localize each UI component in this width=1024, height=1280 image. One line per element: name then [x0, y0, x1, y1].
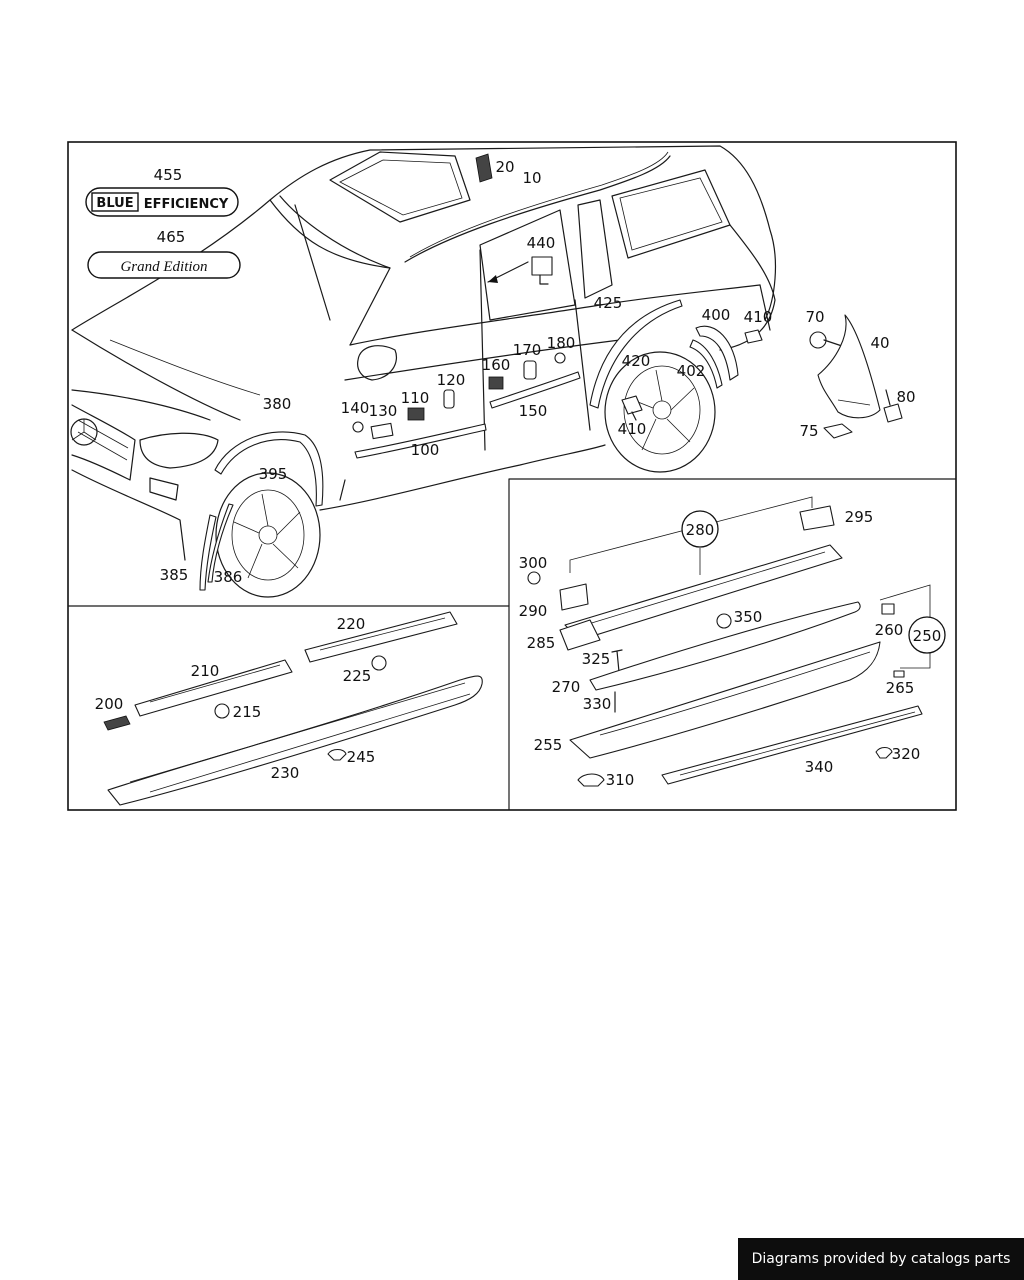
callout-20: 20 [495, 158, 514, 176]
callout-295: 295 [845, 508, 874, 526]
callout-280: 280 [686, 521, 715, 539]
blue-efficiency-badge: BLUE EFFICIENCY [85, 187, 239, 217]
door-trim-strips [354, 371, 581, 459]
callout-140: 140 [341, 399, 370, 417]
callout-385: 385 [160, 566, 189, 584]
fender-flares [199, 299, 739, 591]
vehicle-illustration [70, 145, 777, 598]
callout-210: 210 [191, 662, 220, 680]
small-parts-top [352, 153, 903, 440]
footer-banner: Diagrams provided by catalogs parts [738, 1238, 1024, 1280]
callout-160: 160 [482, 356, 511, 374]
callout-410-b: 410 [618, 420, 647, 438]
diagram-frame [67, 141, 957, 811]
callout-70: 70 [805, 308, 824, 326]
callout-290: 290 [519, 602, 548, 620]
callout-110: 110 [401, 389, 430, 407]
callout-300: 300 [519, 554, 548, 572]
callout-260: 260 [875, 621, 904, 639]
callout-410-a: 410 [744, 308, 773, 326]
badge-blue-text: BLUE [96, 196, 133, 211]
callout-325: 325 [582, 650, 611, 668]
callout-400: 400 [702, 306, 731, 324]
callout-386: 386 [214, 568, 243, 586]
callout-340: 340 [805, 758, 834, 776]
callout-labels: 455 465 20 10 440 425 400 410 70 40 420 … [95, 158, 942, 789]
callout-40: 40 [870, 334, 889, 352]
callout-465: 465 [157, 228, 186, 246]
badge-grand-edition-text: Grand Edition [120, 259, 207, 275]
callout-425: 425 [594, 294, 623, 312]
callout-250: 250 [913, 627, 942, 645]
callout-380: 380 [263, 395, 292, 413]
callout-80: 80 [896, 388, 915, 406]
assembly-circle-250 [908, 616, 946, 654]
callout-455: 455 [154, 166, 183, 184]
callout-75: 75 [799, 422, 818, 440]
callout-170: 170 [513, 341, 542, 359]
side-skirt-assembly-left [103, 611, 483, 806]
callout-395: 395 [259, 465, 288, 483]
callout-225: 225 [343, 667, 372, 685]
callout-100: 100 [411, 441, 440, 459]
callout-245: 245 [347, 748, 376, 766]
callout-10: 10 [522, 169, 541, 187]
callout-255: 255 [534, 736, 563, 754]
assembly-circle-280 [681, 510, 719, 548]
callout-215: 215 [233, 703, 262, 721]
callout-440: 440 [527, 234, 556, 252]
footer-text: Diagrams provided by catalogs parts [751, 1251, 1011, 1267]
callout-120: 120 [437, 371, 466, 389]
callout-350: 350 [734, 608, 763, 626]
callout-180: 180 [547, 334, 576, 352]
callout-420: 420 [622, 352, 651, 370]
callout-320: 320 [892, 745, 921, 763]
callout-150: 150 [519, 402, 548, 420]
callout-285: 285 [527, 634, 556, 652]
callout-130: 130 [369, 402, 398, 420]
badge-efficiency-text: EFFICIENCY [144, 197, 229, 212]
callout-265: 265 [886, 679, 915, 697]
callout-270: 270 [552, 678, 581, 696]
callout-230: 230 [271, 764, 300, 782]
running-board-assembly [527, 496, 931, 787]
grand-edition-badge: Grand Edition [87, 251, 241, 279]
callout-310: 310 [606, 771, 635, 789]
callout-330: 330 [583, 695, 612, 713]
callout-220: 220 [337, 615, 366, 633]
callout-402: 402 [677, 362, 706, 380]
callout-200: 200 [95, 695, 124, 713]
